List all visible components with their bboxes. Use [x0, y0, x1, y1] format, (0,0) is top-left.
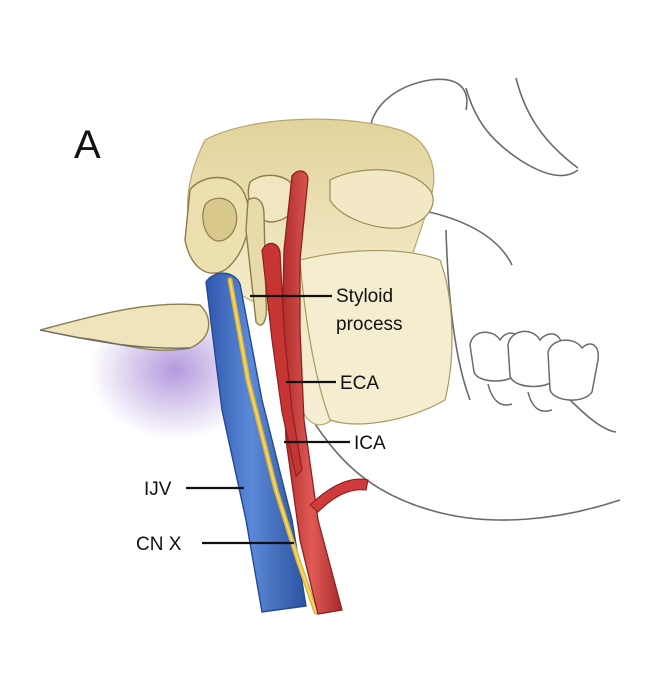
teeth	[469, 330, 599, 412]
styloid-process	[245, 197, 268, 326]
eca-label: ECA	[340, 373, 379, 394]
internal-jugular-vein	[205, 272, 307, 613]
styloid-label-line2: process	[336, 314, 403, 335]
skull-base-bone	[39, 118, 453, 426]
cn-x-label: CN X	[136, 534, 182, 555]
ijv-label: IJV	[144, 479, 172, 500]
panel-letter: A	[74, 123, 101, 167]
mandible-outline	[299, 209, 621, 521]
external-carotid-artery	[261, 242, 303, 478]
arterial-branch	[309, 478, 369, 513]
internal-carotid-artery	[281, 170, 343, 615]
styloid-label-line1: Styloid	[336, 286, 393, 307]
ica-label: ICA	[354, 433, 386, 454]
